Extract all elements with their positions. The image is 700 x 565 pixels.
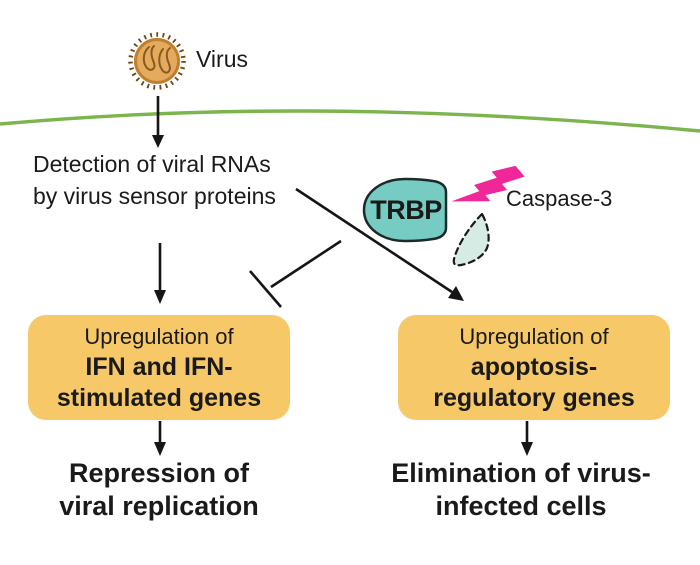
arrow-detection-to-apoptosis: [295, 187, 464, 301]
repression-line2: viral replication: [59, 491, 259, 521]
virus-body: [134, 38, 180, 84]
repression-line1: Repression of: [68, 458, 250, 488]
ifn-box-line1: Upregulation of: [84, 324, 234, 349]
virus-rna-squiggle: [158, 47, 171, 74]
elimination-line2: infected cells: [435, 491, 607, 521]
virus-spike-ring: [128, 32, 186, 90]
arrow-apoptosis-to-elimination: [521, 421, 533, 456]
elimination-line1: Elimination of virus-: [391, 458, 651, 488]
repression-outcome-text: Repression of viral replication: [9, 457, 309, 523]
elimination-outcome-text: Elimination of virus- infected cells: [371, 457, 671, 523]
virus-label: Virus: [196, 46, 248, 72]
ifn-box-line2: IFN and IFN-: [85, 353, 233, 381]
arrow-virus-entry: [152, 96, 164, 148]
apoptosis-box-line3: regulatory genes: [433, 384, 635, 412]
detection-line1: Detection of viral RNAs: [33, 151, 271, 177]
ifn-upregulation-box: Upregulation of IFN and IFN- stimulated …: [28, 315, 290, 420]
ifn-box-line3: stimulated genes: [56, 384, 262, 412]
detection-line2: by virus sensor proteins: [33, 183, 276, 209]
detection-text: Detection of viral RNAs by virus sensor …: [33, 148, 276, 212]
virus-rna-squiggle: [142, 45, 156, 71]
trbp-protein-shape: [362, 177, 448, 243]
cleaved-trbp-fragment-icon: [452, 212, 490, 267]
caspase-label: Caspase-3: [506, 186, 613, 211]
apoptosis-upregulation-box: Upregulation of apoptosis- regulatory ge…: [398, 315, 670, 420]
lightning-bolt-icon: [451, 165, 525, 202]
cell-membrane-line: [0, 109, 700, 133]
arrow-detection-to-ifn: [154, 243, 166, 304]
inhibition-tbar: [249, 239, 342, 308]
arrow-ifn-to-repression: [154, 421, 166, 456]
trbp-label: TRBP: [370, 195, 442, 225]
apoptosis-box-line1: Upregulation of: [459, 324, 609, 349]
apoptosis-box-line2: apoptosis-: [470, 353, 598, 381]
virus-icon: [128, 32, 186, 90]
